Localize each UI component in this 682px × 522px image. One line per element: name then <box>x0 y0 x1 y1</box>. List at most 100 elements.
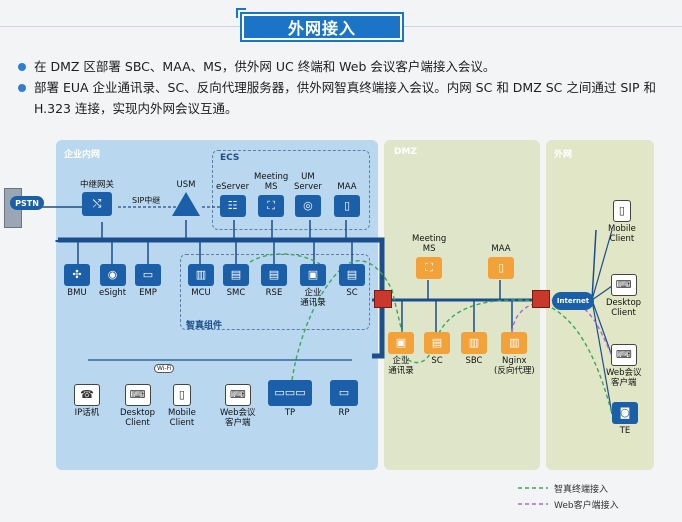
sbc-node: ▥ SBC <box>461 332 487 366</box>
zone-intranet-label: 企业内网 <box>64 150 101 160</box>
maa-node: MAA ▯ <box>334 180 360 217</box>
bmu-icon: ✣ <box>64 264 90 286</box>
dmz-maa-label: MAA <box>491 244 511 254</box>
te-icon: ◙ <box>612 402 638 424</box>
te-node: ◙ TE <box>612 402 638 436</box>
zone-telepresence <box>180 254 370 330</box>
bullet-dot-icon <box>18 84 26 92</box>
meeting-ms-label-2: MS <box>264 182 278 192</box>
mobile-icon: ▯ <box>612 200 631 222</box>
zone-ecs <box>212 150 370 230</box>
bullet-dot-icon <box>18 63 26 71</box>
ext-web-node: ⌨ Web会议 客户端 <box>606 344 642 388</box>
bullet-text: 在 DMZ 区部署 SBC、MAA、MS，供外网 UC 终端和 Web 会议客户… <box>34 59 496 74</box>
um-server-icon: ◎ <box>294 195 321 217</box>
sbc-icon: ▥ <box>461 332 487 354</box>
page-title: 外网接入 <box>244 16 400 38</box>
zone-extranet-label: 外网 <box>554 150 573 160</box>
rp-label: RP <box>338 408 350 418</box>
gateway-icon: ⤭ <box>82 192 112 216</box>
zone-telepresence-label: 智真组件 <box>186 321 223 331</box>
um-server-node: UM Server ◎ <box>294 170 322 217</box>
sbc-label: SBC <box>465 356 483 366</box>
um-server-label-1: UM <box>301 172 315 182</box>
meeting-ms-node: Meeting MS ⛶ <box>254 170 288 217</box>
usm-label: USM <box>176 180 196 190</box>
sip-trunk-label: SIP中继 <box>132 196 161 205</box>
title-box: 外网接入 <box>240 12 404 42</box>
smc-icon: ▤ <box>223 264 249 286</box>
mobile-client-label-1: Mobile <box>168 408 196 418</box>
ext-mobile-node: ▯ Mobile Client <box>608 200 636 244</box>
emp-node: ▭ EMP <box>135 264 161 298</box>
rse-icon: ▤ <box>261 264 287 286</box>
nginx-label-1: Nginx <box>502 356 527 366</box>
legend-item-telepresence: 智真终端接入 <box>554 482 608 495</box>
mcu-node: ▥ MCU <box>188 264 214 298</box>
internet-cloud: Internet <box>552 292 594 310</box>
dmz-maa-node: MAA ▯ <box>488 242 514 279</box>
usm-icon <box>172 192 200 216</box>
sc-node: ▤ SC <box>339 264 365 298</box>
desktop-client-label-1: Desktop <box>120 408 156 418</box>
dmz-meeting-ms-label-2: MS <box>422 244 436 254</box>
ip-phone-label: IP话机 <box>74 408 100 418</box>
laptop-icon: ⌨ <box>224 384 251 406</box>
ext-mobile-label-1: Mobile <box>608 224 636 234</box>
mobile-client-node: ▯ Mobile Client <box>168 384 196 428</box>
laptop-icon: ⌨ <box>610 344 637 366</box>
desktop-client-label-2: Client <box>125 418 150 428</box>
te-label: TE <box>619 426 631 436</box>
esight-node: ◉ eSight <box>99 264 126 298</box>
bullet-list: 在 DMZ 区部署 SBC、MAA、MS，供外网 UC 终端和 Web 会议客户… <box>16 56 676 119</box>
wifi-badge: Wi-Fi <box>154 364 175 373</box>
mobile-client-label-2: Client <box>169 418 195 428</box>
eua-icon: ▣ <box>388 332 414 354</box>
ext-mobile-label-2: Client <box>609 234 635 244</box>
laptop-icon: ⌨ <box>610 274 637 296</box>
mcu-label: MCU <box>191 288 211 298</box>
esight-label: eSight <box>99 288 127 298</box>
ext-web-label-1: Web会议 <box>606 368 642 378</box>
trunk-gateway-node: 中继网关 ⤭ <box>80 178 114 216</box>
title-area: 外网接入 <box>0 0 682 46</box>
emp-icon: ▭ <box>135 264 161 286</box>
dmz-eua-label-1: 企业 <box>392 356 410 366</box>
eserver-icon: ☷ <box>219 195 246 217</box>
sc-label: SC <box>346 288 358 298</box>
ext-desktop-label-2: Client <box>611 308 636 318</box>
bullet-item: 在 DMZ 区部署 SBC、MAA、MS，供外网 UC 终端和 Web 会议客户… <box>16 56 676 77</box>
legend-label: Web客户端接入 <box>554 501 619 511</box>
dmz-meeting-ms-node: Meeting MS ⛶ <box>412 232 446 279</box>
laptop-icon: ⌨ <box>124 384 151 406</box>
legend-label: 智真终端接入 <box>554 485 609 495</box>
tp-label: TP <box>284 408 296 418</box>
bmu-node: ✣ BMU <box>64 264 90 298</box>
desktop-client-node: ⌨ Desktop Client <box>120 384 155 428</box>
pstn-badge: PSTN <box>10 196 44 210</box>
meeting-ms-label-1: Meeting <box>254 172 289 182</box>
nginx-icon: ▥ <box>501 332 528 354</box>
bmu-label: BMU <box>67 288 87 298</box>
maa-label: MAA <box>337 182 357 192</box>
eua-node: ▣ 企业 通讯录 <box>300 264 326 308</box>
web-client-label-1: Web会议 <box>220 408 256 418</box>
dmz-eua-node: ▣ 企业 通讯录 <box>388 332 414 376</box>
legend-item-web: Web客户端接入 <box>554 498 619 511</box>
bullet-text: 部署 EUA 企业通讯录、SC、反向代理服务器，供外网智真终端接入会议。内网 S… <box>34 80 656 116</box>
zone-dmz-label: DMZ <box>394 147 417 157</box>
rse-node: ▤ RSE <box>261 264 287 298</box>
eua-label-1: 企业 <box>304 288 322 298</box>
dmz-eua-label-2: 通讯录 <box>388 366 414 376</box>
eserver-label: eServer <box>216 182 250 192</box>
nginx-label-2: (反向代理) <box>494 366 535 376</box>
eua-label-2: 通讯录 <box>300 298 326 308</box>
web-client-node: ⌨ Web会议 客户端 <box>220 384 256 428</box>
ext-desktop-node: ⌨ Desktop Client <box>606 274 641 318</box>
dmz-sc-label: SC <box>431 356 443 366</box>
mobile-icon: ▯ <box>172 384 191 406</box>
bullet-item: 部署 EUA 企业通讯录、SC、反向代理服务器，供外网智真终端接入会议。内网 S… <box>16 77 676 119</box>
smc-label: SMC <box>226 288 246 298</box>
smc-node: ▤ SMC <box>223 264 249 298</box>
